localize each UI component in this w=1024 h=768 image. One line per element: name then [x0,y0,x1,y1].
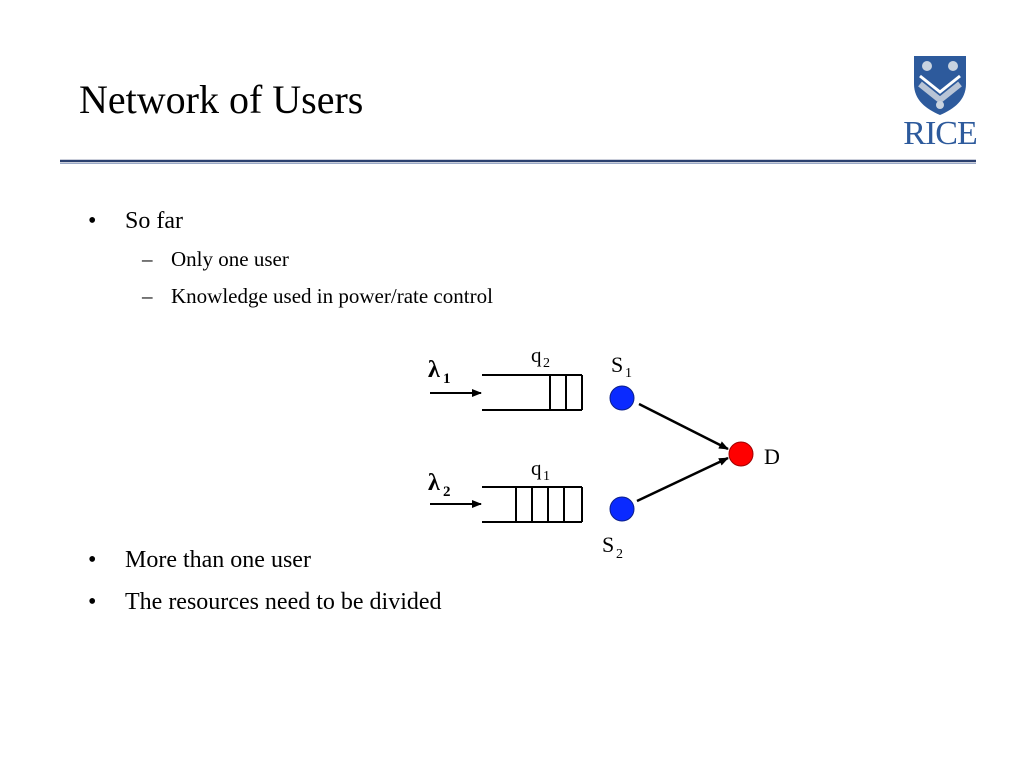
queue-top-label: q [531,343,542,367]
slide-title: Network of Users [79,77,364,122]
queue-network-diagram: λ 1 q 2 S 1 λ 2 q 1 S 2 D [428,343,780,562]
source-2-sub: 2 [616,547,623,562]
destination-label: D [764,444,780,469]
source-node-2 [609,496,635,522]
source-2-label: S [602,532,614,557]
queue-top [482,374,583,411]
source-1-sub: 1 [625,366,632,381]
rice-logo: RICE [898,54,982,154]
queue-bottom-sub: 1 [543,469,550,484]
bullet-dot: • [88,589,97,615]
sub-bullet-dash: – [142,284,153,308]
arrival-rate-1-symbol: λ [428,357,440,383]
link-s2-to-d [636,456,729,503]
rice-wordmark: RICE [903,115,977,152]
bullet-so-far: So far [125,208,183,234]
bullet-resources-divided: The resources need to be divided [125,589,442,615]
queue-top-sub: 2 [543,356,550,371]
bullet-more-users: More than one user [125,547,311,573]
queue-bottom [482,486,583,523]
source-1-label: S [611,352,623,377]
bullet-dot: • [88,547,97,573]
title-divider [60,159,976,164]
link-s1-to-d [638,402,729,451]
arrival-rate-2-sub: 2 [443,484,451,500]
destination-node [728,441,754,467]
source-node-1 [609,385,635,411]
arrival-rate-2-symbol: λ [428,470,440,496]
rice-shield-icon [914,56,966,115]
sub-bullet-one-user: Only one user [171,247,289,271]
sub-bullet-knowledge: Knowledge used in power/rate control [171,284,493,308]
arrival-rate-1-sub: 1 [443,371,451,387]
bullet-dot: • [88,208,97,234]
sub-bullet-dash: – [142,247,153,271]
queue-bottom-label: q [531,456,542,480]
